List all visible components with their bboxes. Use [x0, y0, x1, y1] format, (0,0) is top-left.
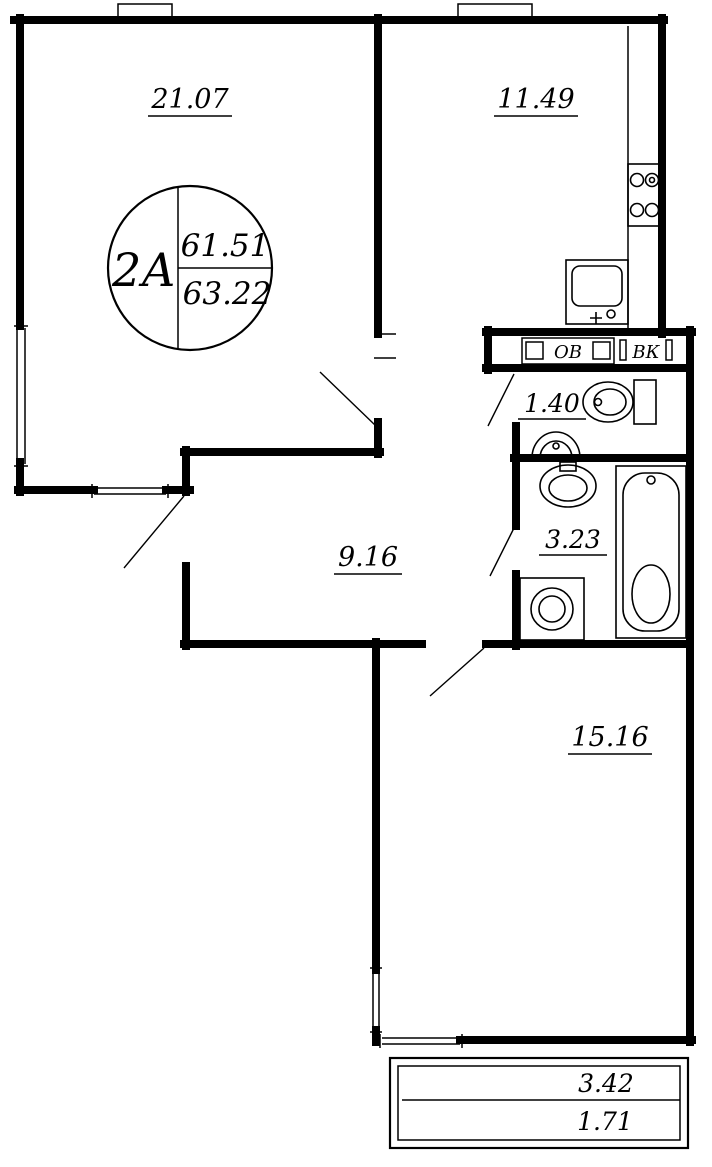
- hand-basin-icon: [531, 431, 581, 459]
- water-riser-label: ВК: [631, 342, 660, 363]
- svg-text:21.07: 21.07: [150, 84, 229, 115]
- washing-machine-icon: [519, 577, 585, 641]
- kitchen-door-jambs: [374, 333, 396, 359]
- svg-text:1.40: 1.40: [524, 389, 580, 418]
- heating-riser-label: ОВ: [554, 342, 582, 363]
- room-label-bathroom: 3.23: [539, 525, 607, 556]
- svg-text:3.23: 3.23: [545, 525, 601, 554]
- balcony-labels: 3.42 1.71: [577, 1069, 634, 1136]
- svg-text:9.16: 9.16: [338, 542, 398, 573]
- toilet-icon: [582, 379, 657, 425]
- wc-door-leaf: [487, 373, 515, 427]
- svg-text:11.49: 11.49: [497, 84, 574, 115]
- room-label-kitchen: 11.49: [494, 84, 578, 117]
- room-labels: 21.07 11.49 9.16 1.40 3.23 15.16 3.42 1.…: [148, 84, 652, 1136]
- stove-icon: [627, 163, 661, 227]
- balcony-area-total: 3.42: [578, 1069, 634, 1098]
- room-label-bedroom: 15.16: [568, 722, 652, 755]
- interior-walls: [180, 14, 692, 650]
- kitchen-fixtures: [565, 26, 661, 330]
- room-label-wc: 1.40: [518, 389, 586, 420]
- riser-boxes: ОВ ВК: [521, 337, 673, 365]
- window-living-bottom: [91, 484, 169, 498]
- svg-text:15.16: 15.16: [571, 722, 648, 753]
- balcony: [388, 1056, 690, 1150]
- doors: [123, 371, 515, 697]
- flat-type-stamp: 2А 61.51 63.22: [106, 184, 274, 352]
- window-bedroom-left: [370, 967, 382, 1033]
- balcony-outer: [388, 1056, 690, 1150]
- heating-riser-box: [521, 337, 615, 365]
- stamp-living-area: 61.51: [181, 228, 270, 264]
- bathroom-door-leaf: [489, 527, 515, 577]
- wc-fixtures: [531, 379, 657, 459]
- window-balcony-door: [379, 1034, 463, 1048]
- bathtub-icon: [615, 465, 687, 639]
- stamp-circle: [106, 184, 274, 352]
- water-riser-mark-left: [619, 339, 627, 361]
- bathroom-fixtures: [519, 461, 687, 641]
- window-vent-top-right: [457, 3, 533, 19]
- window-living-left: [14, 325, 28, 467]
- bedroom-door-leaf: [429, 647, 485, 697]
- window-vent-top-left: [117, 3, 173, 19]
- entrance-door-leaf: [123, 495, 185, 569]
- kitchen-sink-icon: [565, 259, 629, 325]
- living-door-leaf: [319, 371, 377, 427]
- windows: [14, 3, 533, 1048]
- stamp-total-area: 63.22: [183, 276, 272, 312]
- balcony-area-counted: 1.71: [577, 1107, 633, 1136]
- room-label-living: 21.07: [148, 84, 232, 117]
- washbasin-icon: [539, 461, 597, 508]
- water-riser-mark-right: [665, 339, 673, 361]
- balcony-inner: [397, 1065, 681, 1141]
- stamp-flat-type: 2А: [111, 243, 176, 297]
- exterior-walls: [10, 14, 696, 1046]
- room-label-hall: 9.16: [334, 542, 402, 575]
